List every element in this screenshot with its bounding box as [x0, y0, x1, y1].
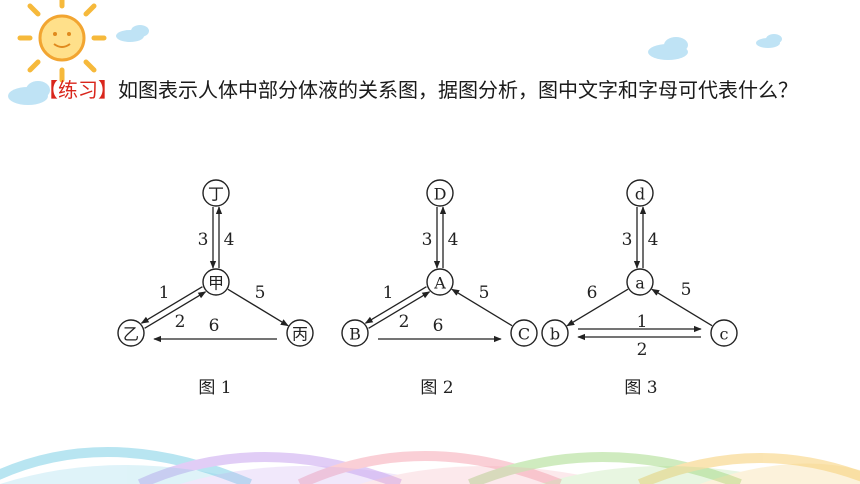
edge-label: 6 [587, 283, 598, 303]
exercise-tag: 【练习】 [38, 78, 118, 102]
figure-1-arrows [140, 206, 289, 343]
node-top: 丁 [202, 179, 230, 207]
question-body: 如图表示人体中部分体液的关系图，据图分析，图中文字和字母可代表什么？ [118, 78, 798, 102]
figure-caption: 图 2 [420, 378, 453, 398]
node-left: 乙 [117, 319, 145, 347]
arrow-right-to-center [451, 288, 513, 327]
edge-label: 4 [224, 230, 235, 250]
edge-label: 3 [622, 230, 633, 250]
arrow-left-to-center [144, 291, 207, 329]
node-label: 甲 [208, 274, 224, 293]
node-right: C [510, 319, 538, 347]
edge-label: 5 [255, 283, 266, 303]
node-center: 甲 [202, 268, 230, 296]
node-label: d [635, 185, 645, 204]
bottom-decoration [0, 447, 860, 484]
sun-icon [17, 0, 107, 83]
figure-caption: 图 3 [624, 378, 657, 398]
node-label: A [433, 274, 446, 293]
node-right: 丙 [286, 319, 314, 347]
node-right: c [710, 319, 738, 347]
edge-label: 6 [209, 316, 220, 336]
figure-caption: 图 1 [198, 378, 231, 398]
edge-label: 5 [681, 280, 692, 300]
edge-label: 3 [198, 230, 209, 250]
node-label: b [550, 325, 560, 344]
node-label: 丁 [208, 185, 224, 204]
edge-label: 1 [159, 283, 170, 303]
arrow-center-to-left [566, 288, 629, 327]
bottom-decoration-fill [0, 463, 860, 484]
arrow-left-to-center [368, 291, 431, 329]
node-center: a [626, 268, 654, 296]
figure-2-arrows [364, 206, 513, 343]
edge-label: 2 [399, 312, 410, 332]
edge-label: 4 [648, 230, 659, 250]
node-center: A [426, 268, 454, 296]
figure-3-arrows [566, 206, 713, 341]
edge-label: 2 [175, 312, 186, 332]
node-label: c [720, 325, 729, 344]
arrow-center-to-left [140, 286, 203, 324]
edge-label: 1 [383, 283, 394, 303]
node-label: a [635, 274, 645, 293]
edge-label: 2 [637, 340, 648, 360]
edge-label: 1 [637, 312, 648, 332]
arrow-right-to-center [651, 288, 713, 327]
cloud-icon [8, 25, 782, 105]
edge-label: 4 [448, 230, 459, 250]
edge-label: 5 [479, 283, 490, 303]
node-label: 乙 [123, 325, 139, 344]
edge-label: 6 [433, 316, 444, 336]
edge-label: 3 [422, 230, 433, 250]
node-label: C [518, 325, 530, 344]
arrow-center-to-right [227, 288, 289, 327]
node-label: B [349, 325, 361, 344]
arrow-center-to-left [364, 286, 427, 324]
node-top: d [626, 179, 654, 207]
node-top: D [426, 179, 454, 207]
node-left: b [541, 319, 569, 347]
node-label: D [434, 185, 447, 204]
question-text: 【练习】如图表示人体中部分体液的关系图，据图分析，图中文字和字母可代表什么？ [38, 70, 838, 110]
node-left: B [341, 319, 369, 347]
node-label: 丙 [292, 325, 308, 344]
